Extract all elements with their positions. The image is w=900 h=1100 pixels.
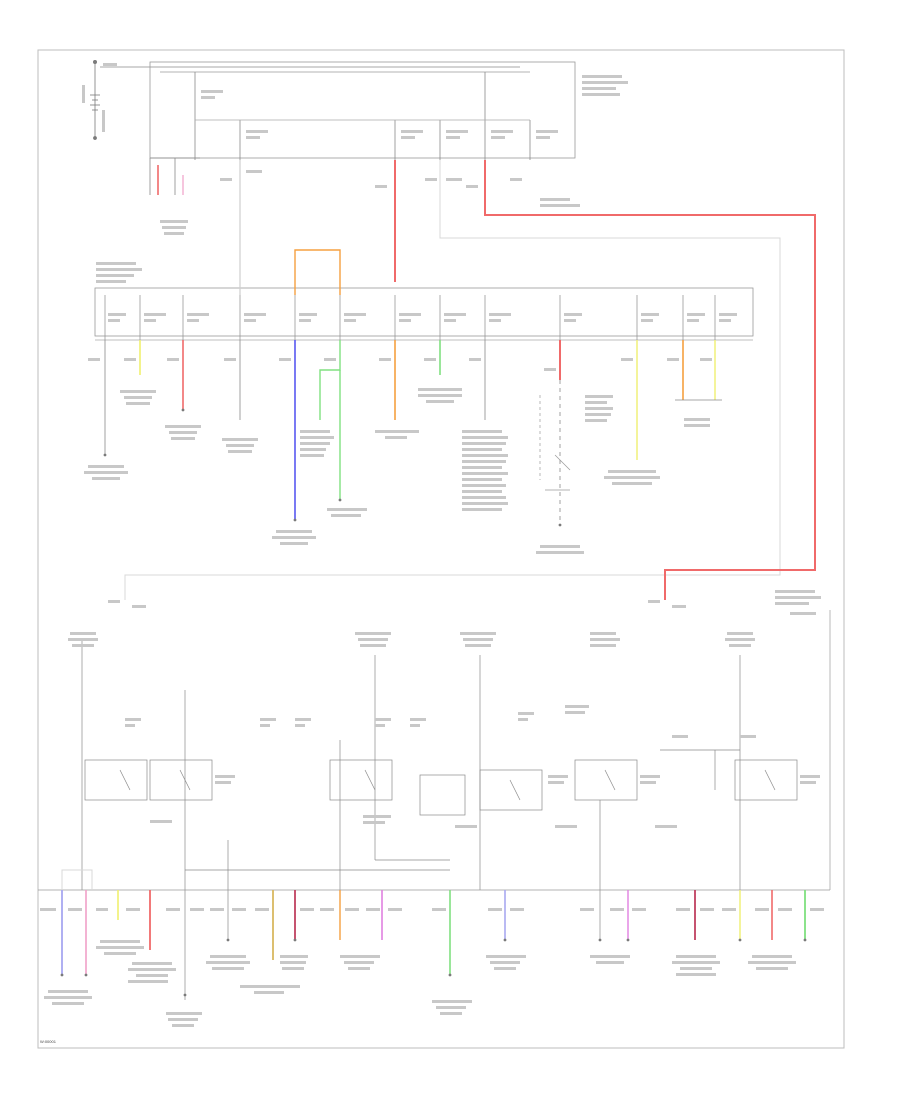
lower-relays: [84, 759, 798, 816]
upper-conn-labels: [220, 170, 580, 207]
battery-section: [90, 60, 100, 140]
mid-drop-labels: [84, 358, 712, 554]
footer-code: W:00001: [40, 1039, 57, 1044]
mid-fuse-box-label: [96, 262, 142, 283]
bottom-ends: [60, 408, 807, 997]
fuse-relay-box-mid: [94, 287, 754, 341]
mid-fuse-columns: [104, 295, 716, 340]
starter-drops: [149, 157, 200, 195]
lower-relay-labels: [68, 632, 820, 828]
upper-fuse-labels: [201, 75, 628, 139]
bottom-drop-wires: [61, 869, 806, 975]
mid-drop-wires: [104, 340, 722, 525]
bottom-labels: [40, 908, 824, 1027]
diagram-border: [37, 49, 845, 1049]
starter-label: [160, 220, 188, 235]
upper-fusible-link-box: [100, 61, 576, 160]
wire-upper-gray-b: [124, 160, 781, 600]
lower-vert-lines: [38, 610, 831, 1000]
lower-feed-labels: [108, 590, 821, 615]
battery-label: [82, 63, 117, 132]
mid-relay-switch: [539, 395, 571, 491]
mid-fuse-labels: [108, 313, 737, 322]
wire-main-red-feed: [484, 160, 816, 600]
wire-orange-jumper: [294, 249, 341, 295]
